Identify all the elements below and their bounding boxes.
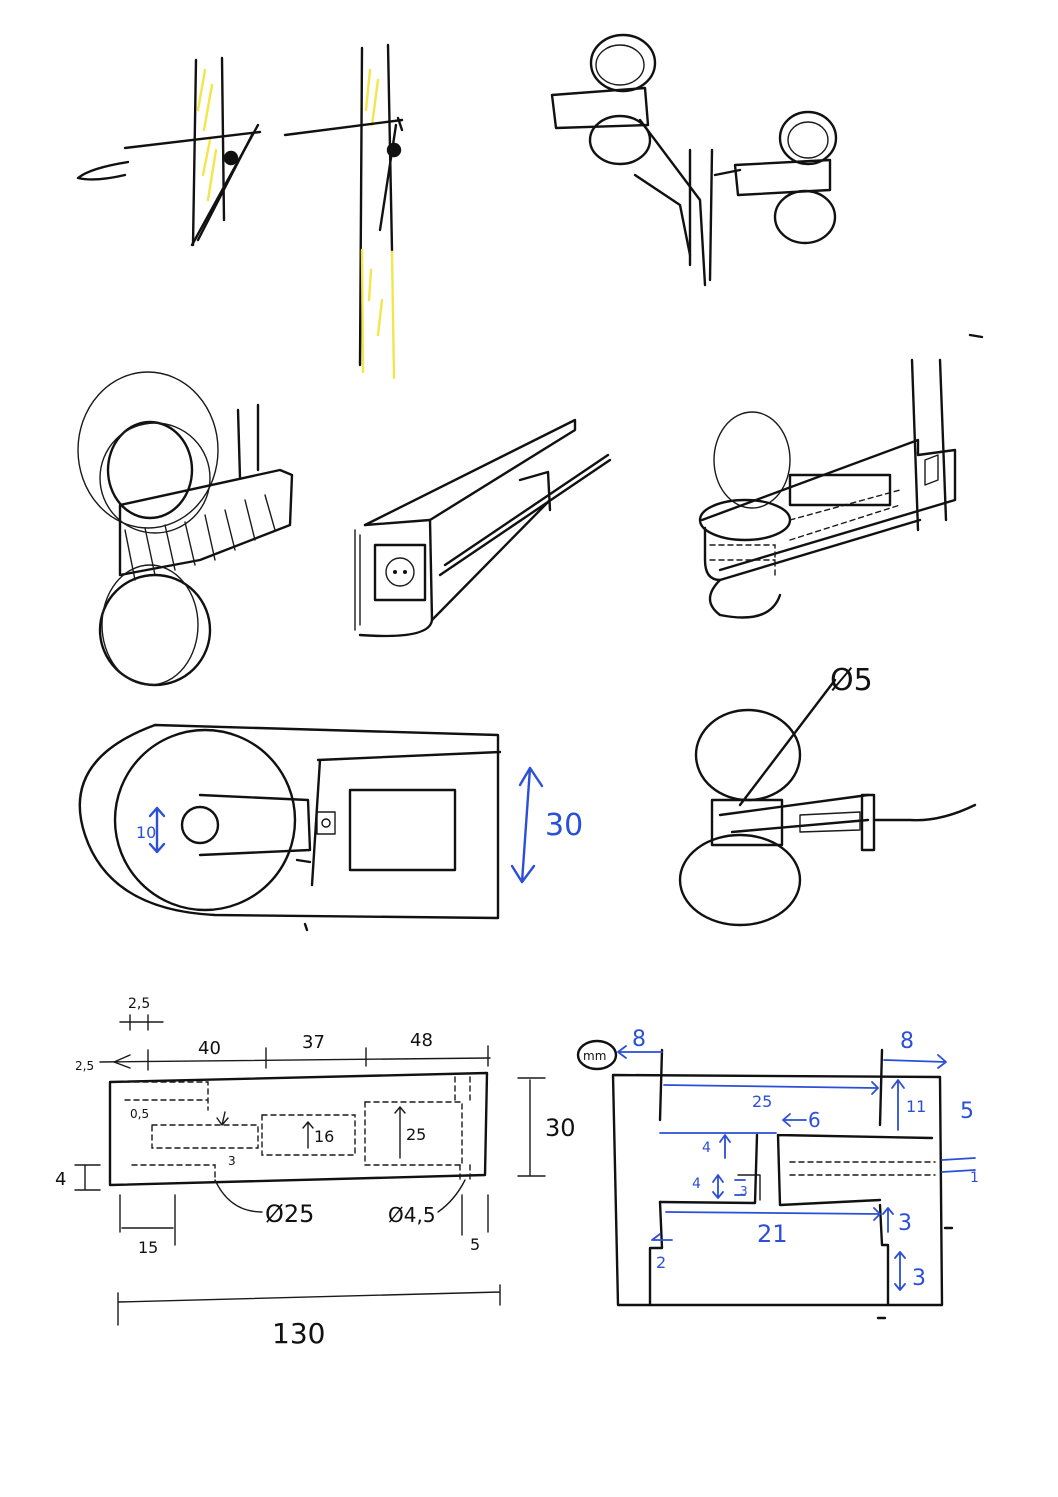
sketch-arm-box-with-socket — [354, 418, 612, 638]
label-front-seg-2: 37 — [302, 1032, 325, 1053]
label-front-small-b: 3 — [228, 1154, 236, 1168]
label-front-bore-25: 25 — [406, 1125, 426, 1144]
label-section-3-right-b: 3 — [912, 1266, 926, 1291]
label-section-2: 2 — [656, 1253, 666, 1272]
label-top-width: 30 — [545, 808, 583, 843]
sketch-mount-pole-a — [76, 56, 262, 247]
label-section-3-small: 3 — [740, 1184, 748, 1198]
label-section-4-upper: 4 — [702, 1140, 711, 1156]
label-section-5-right: 5 — [960, 1099, 974, 1124]
label-front-dia-45: Ø4,5 — [388, 1203, 436, 1227]
sketch-arm-with-wheel-left — [77, 371, 294, 687]
label-top-hole: 10 — [136, 823, 156, 842]
label-front-offset-b: 2,5 — [75, 1059, 94, 1073]
label-front-bore-16: 16 — [314, 1127, 334, 1146]
label-front-offset-a: 2,5 — [128, 996, 150, 1012]
label-front-5: 5 — [470, 1235, 480, 1254]
label-front-height: 30 — [545, 1114, 576, 1142]
label-section-3-right-a: 3 — [898, 1211, 912, 1236]
label-front-total: 130 — [272, 1317, 325, 1350]
label-section-1-right: 1 — [970, 1170, 979, 1186]
label-section-25: 25 — [752, 1092, 772, 1111]
label-section-4-lower: 4 — [692, 1176, 701, 1192]
sketch-top-view — [78, 723, 502, 932]
label-front-15: 15 — [138, 1238, 158, 1257]
sketch-arm-three-quarter — [698, 333, 984, 619]
label-section-11: 11 — [906, 1097, 926, 1116]
label-section-8-right: 8 — [900, 1029, 914, 1054]
label-front-small-a: 0,5 — [130, 1107, 149, 1121]
label-section-21: 21 — [757, 1220, 788, 1248]
label-front-left-4: 4 — [55, 1169, 66, 1190]
drawing-front-elevation — [108, 1071, 489, 1187]
label-section-8-left: 8 — [632, 1027, 646, 1052]
sketch-side-view — [678, 678, 977, 927]
dim-top-hole — [148, 806, 166, 854]
label-front-dia-25: Ø25 — [265, 1200, 314, 1228]
label-front-seg-3: 48 — [410, 1030, 433, 1051]
sketch-mount-pole-b — [283, 43, 404, 380]
label-section-unit: mm — [583, 1049, 606, 1063]
dim-section-arrows — [617, 1045, 976, 1291]
dim-top-width — [510, 766, 544, 884]
label-section-6: 6 — [808, 1108, 821, 1132]
label-side-rod: Ø5 — [830, 663, 873, 698]
sketch-mount-with-wheels — [550, 33, 838, 287]
dim-front-arrows — [74, 1014, 546, 1326]
drawing-section-profile — [576, 1039, 944, 1307]
label-front-seg-1: 40 — [198, 1038, 221, 1059]
